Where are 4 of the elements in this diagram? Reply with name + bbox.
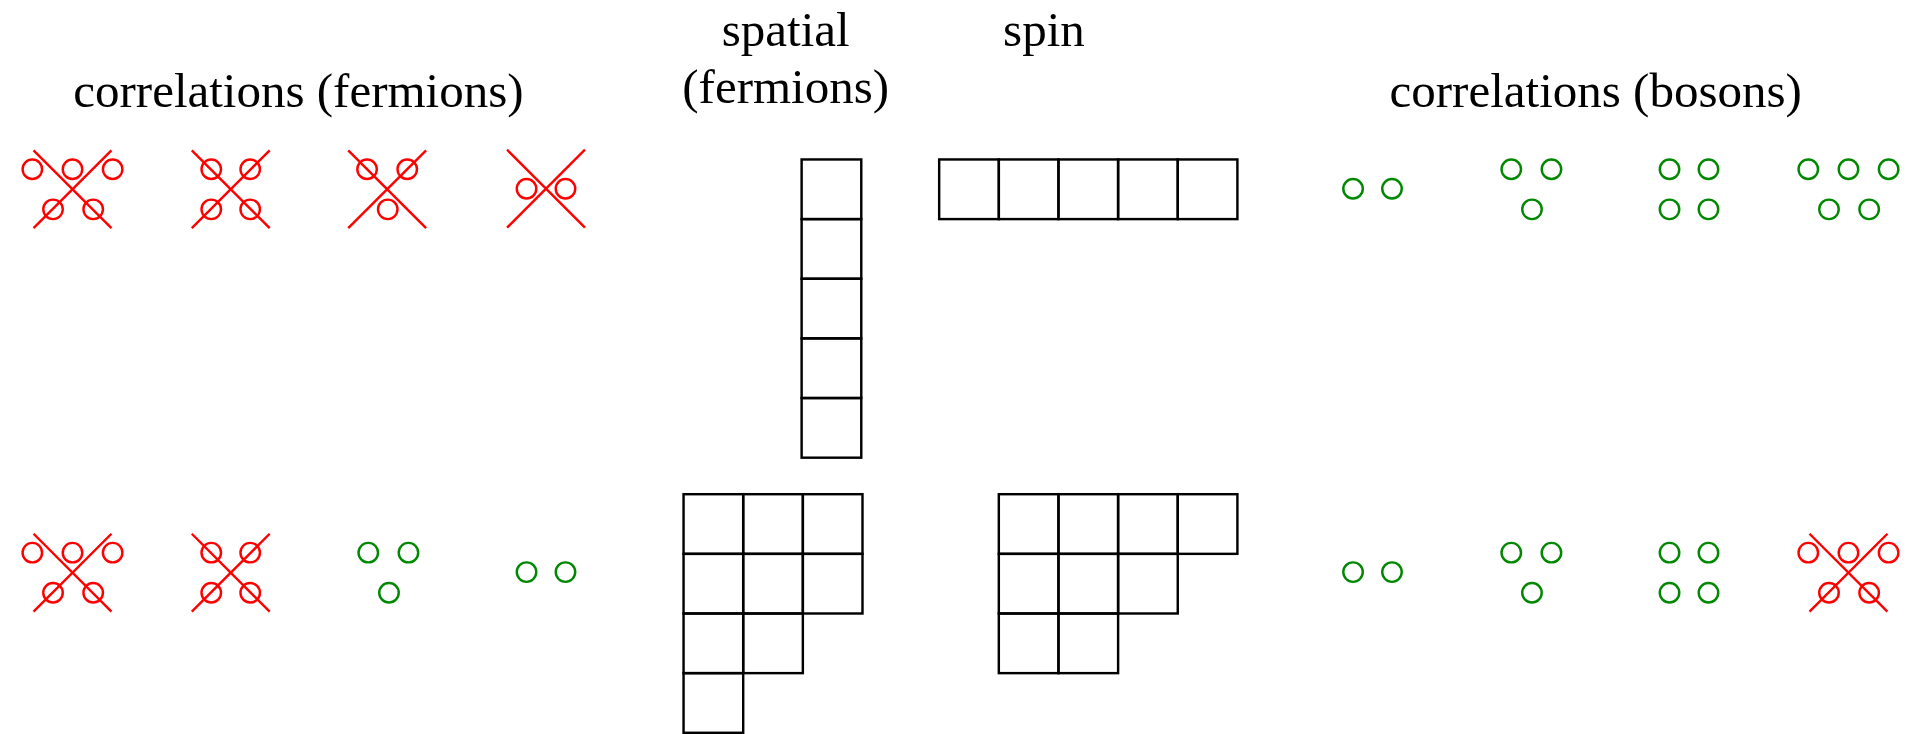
column-heading: spin bbox=[1002, 2, 1086, 59]
column-heading: spatial (fermions) bbox=[681, 2, 891, 116]
column-heading: correlations (bosons) bbox=[1388, 63, 1803, 120]
column-heading: correlations (fermions) bbox=[72, 63, 525, 120]
